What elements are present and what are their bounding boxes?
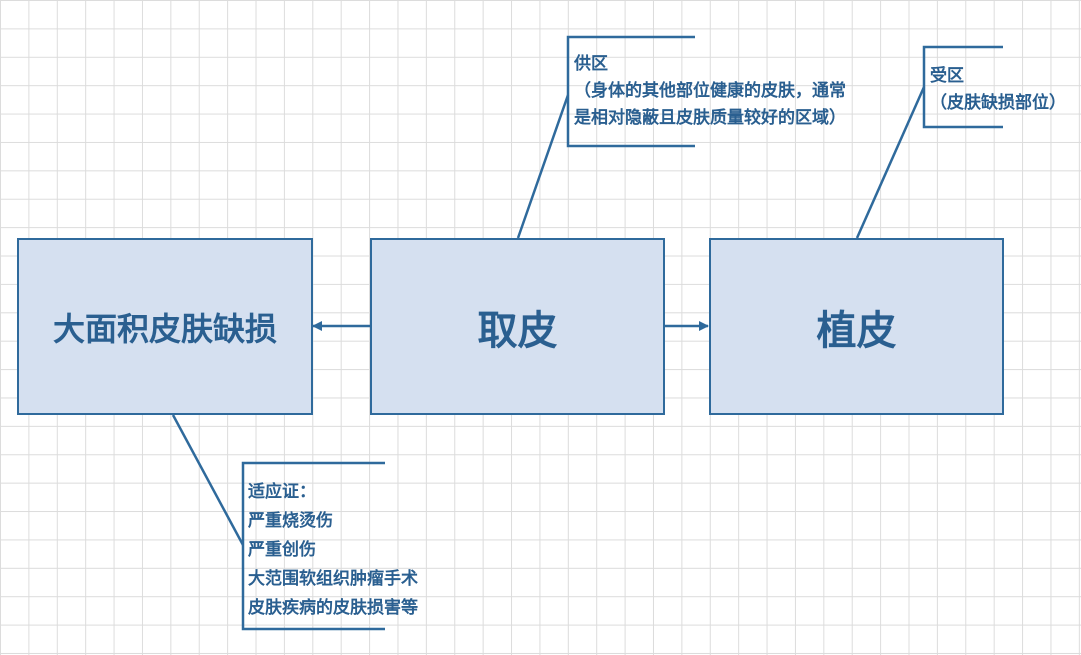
callout-indications: 适应证： 严重烧烫伤严重创伤大范围软组织肿瘤手术皮肤疾病的皮肤损害等 <box>248 478 418 623</box>
bracket-recipient <box>922 45 1003 129</box>
callout-title: 供区 <box>574 54 608 74</box>
callout-line: （皮肤缺损部位） <box>930 93 1066 113</box>
callout-line: 大范围软组织肿瘤手术 <box>248 569 418 589</box>
callout-line: 皮肤疾病的皮肤损害等 <box>248 598 418 618</box>
bracket-indications <box>241 461 385 631</box>
callout-line: （身体的其他部位健康的皮肤，通常 <box>574 81 846 101</box>
callout-line: 是相对隐蔽且皮肤质量较好的区域） <box>574 108 846 128</box>
callout-line: 严重创伤 <box>248 540 316 560</box>
callout-title: 受区 <box>930 66 964 86</box>
node-harvest: 取皮 <box>370 238 665 415</box>
node-skin-defect: 大面积皮肤缺损 <box>17 238 313 415</box>
leader-donor <box>516 94 570 239</box>
leader-recipient <box>855 86 926 239</box>
node-graft: 植皮 <box>709 238 1004 415</box>
callout-title: 适应证： <box>248 482 316 502</box>
node-label: 取皮 <box>477 307 558 354</box>
node-label: 大面积皮肤缺损 <box>52 309 277 348</box>
node-label: 植皮 <box>816 307 897 354</box>
callout-line: 严重烧烫伤 <box>248 511 333 531</box>
callout-recipient: 受区 （皮肤缺损部位） <box>930 63 1066 117</box>
bracket-donor <box>566 35 695 148</box>
leader-indications <box>171 414 245 546</box>
callout-donor: 供区 （身体的其他部位健康的皮肤，通常是相对隐蔽且皮肤质量较好的区域） <box>574 51 846 132</box>
